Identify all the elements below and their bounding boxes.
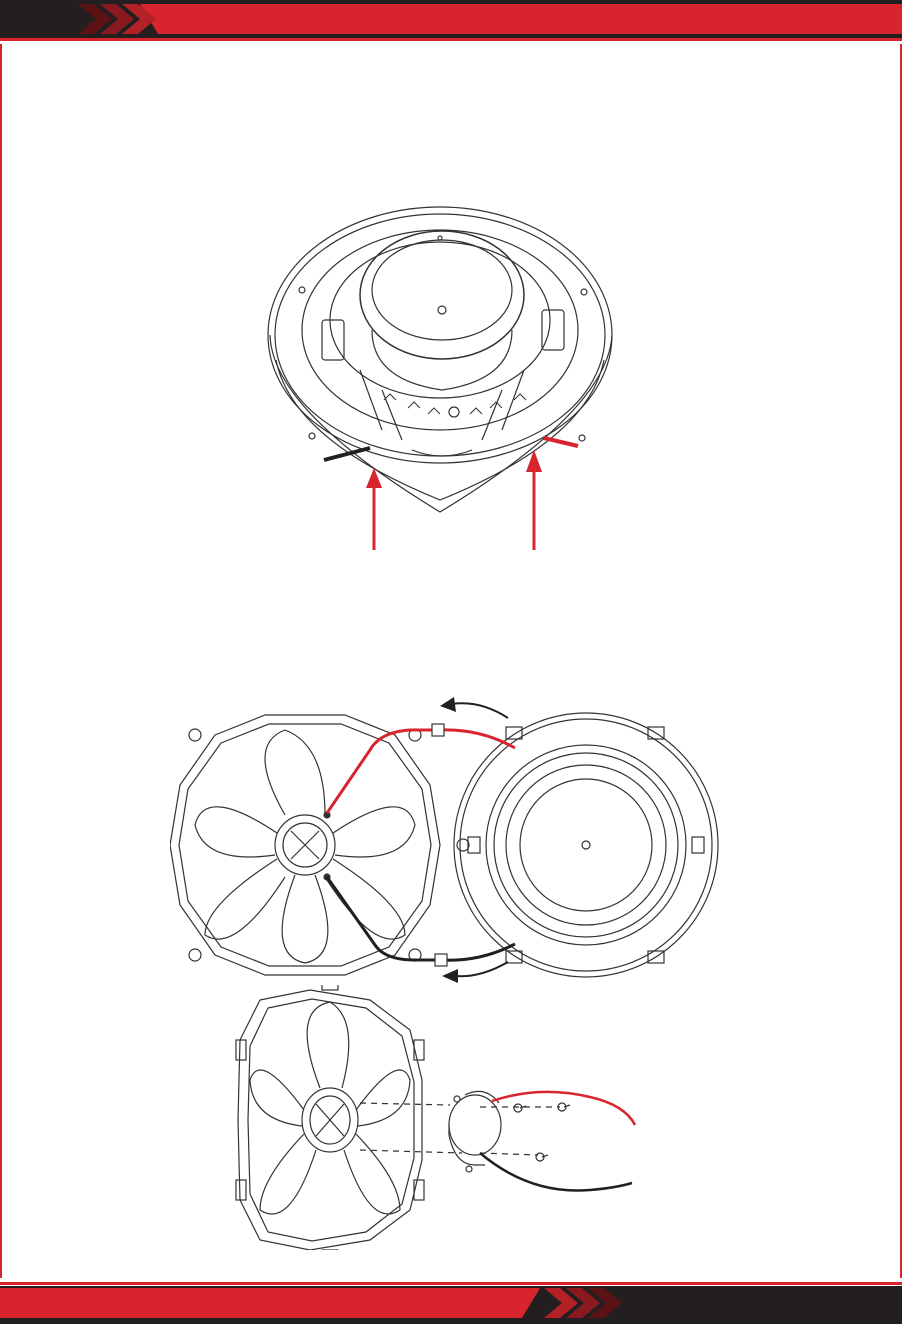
black-wire	[324, 448, 370, 460]
screw-icon	[514, 1103, 570, 1161]
black-wire	[480, 1153, 632, 1191]
footer-band	[0, 1278, 902, 1324]
curved-arrow-icon	[442, 962, 508, 983]
grille-side	[236, 985, 424, 1250]
header-band	[0, 0, 902, 44]
tweeter-body	[449, 1091, 501, 1172]
tweeter-mount-figure	[230, 985, 650, 1250]
grille-front	[170, 715, 469, 975]
grille-wiring-figure	[170, 690, 730, 990]
curved-arrow-icon	[440, 697, 508, 718]
arrow-icon	[526, 450, 542, 550]
arrow-icon	[366, 468, 382, 550]
speaker-rear-figure	[262, 200, 642, 560]
red-wire	[544, 438, 578, 446]
speaker-front	[454, 713, 718, 977]
left-border	[0, 44, 2, 1278]
